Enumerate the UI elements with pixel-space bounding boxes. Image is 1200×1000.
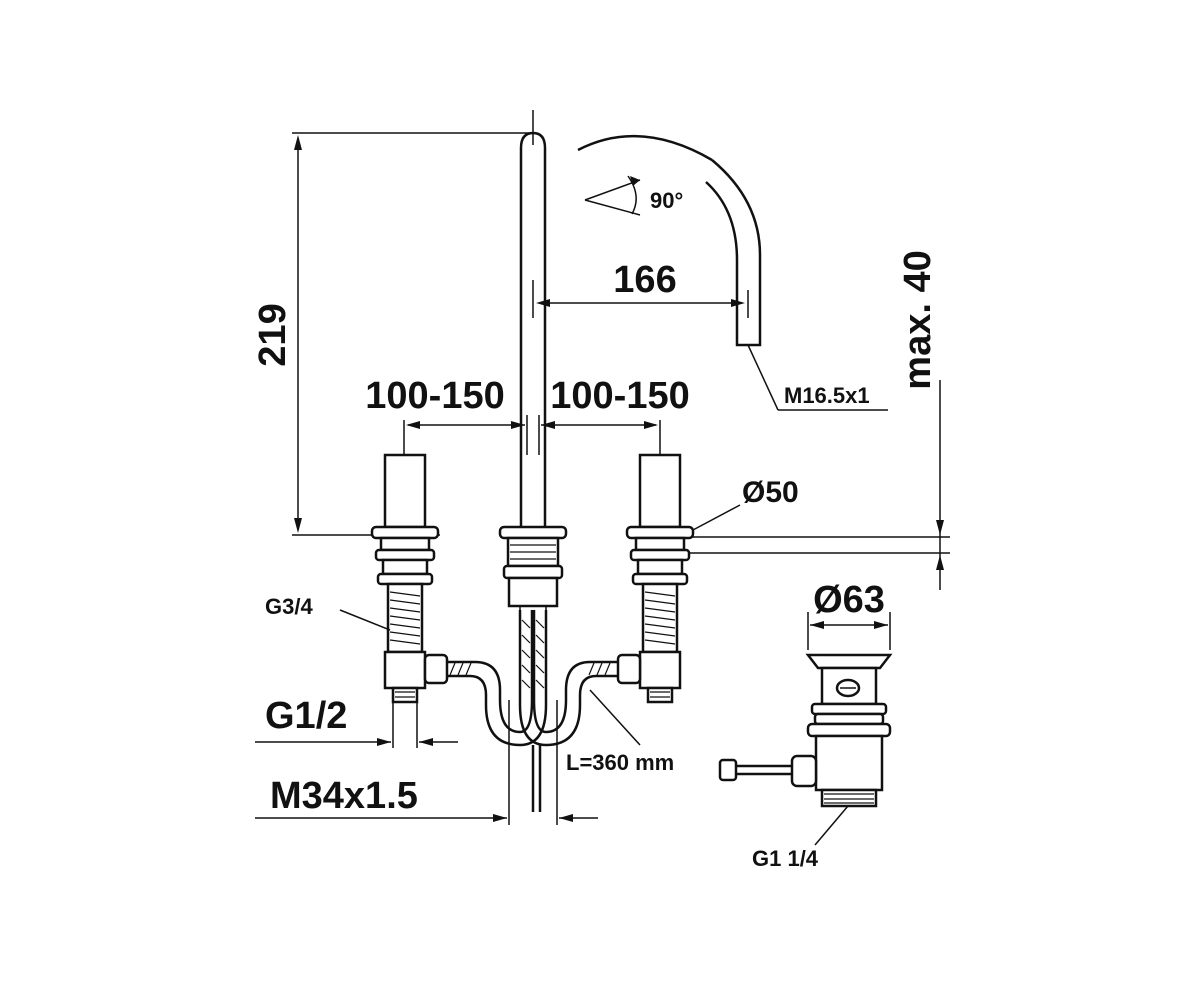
inlet-thread-dimension: G1/2 xyxy=(255,695,458,748)
spacing-dimension: 100-150 100-150 xyxy=(365,375,690,455)
height-dimension: 219 xyxy=(252,132,530,536)
spacing-left-label: 100-150 xyxy=(365,375,504,417)
inlet-thread-label: G1/2 xyxy=(265,695,347,737)
drain-assembly: Ø63 xyxy=(718,579,893,808)
valve-thread-label: G3/4 xyxy=(265,594,313,619)
reach-dimension: 166 xyxy=(532,259,749,318)
handle-diameter-label: Ø50 xyxy=(742,476,799,509)
valve-thread-callout: G3/4 xyxy=(265,594,391,631)
drain-thread-label: G1 1/4 xyxy=(752,846,819,871)
handle-diameter-callout: Ø50 xyxy=(692,476,799,531)
spout-pipe xyxy=(519,110,547,530)
spout-thread-label: M16.5x1 xyxy=(784,383,870,408)
drain-diameter-label: Ø63 xyxy=(813,579,885,621)
reach-label: 166 xyxy=(613,259,676,301)
right-valve xyxy=(625,453,695,704)
hoses xyxy=(423,610,642,812)
hose-length-label: L=360 mm xyxy=(566,750,674,775)
swivel-indicator: 90° xyxy=(577,134,713,216)
max-height-label: max. 40 xyxy=(897,250,939,389)
max-height-dimension: max. 40 xyxy=(680,250,950,590)
spacing-right-label: 100-150 xyxy=(550,375,689,417)
spout-mount-dimension: M34x1.5 xyxy=(255,700,598,825)
drain-thread-callout: G1 1/4 xyxy=(752,805,849,871)
hose-length-callout: L=360 mm xyxy=(566,689,674,775)
spout-mount-label: M34x1.5 xyxy=(270,775,418,817)
height-label: 219 xyxy=(252,303,294,366)
spout-thread-callout: M16.5x1 xyxy=(747,344,888,411)
left-valve xyxy=(370,453,440,704)
angle-label: 90° xyxy=(650,188,683,213)
spout-curve xyxy=(705,159,762,347)
